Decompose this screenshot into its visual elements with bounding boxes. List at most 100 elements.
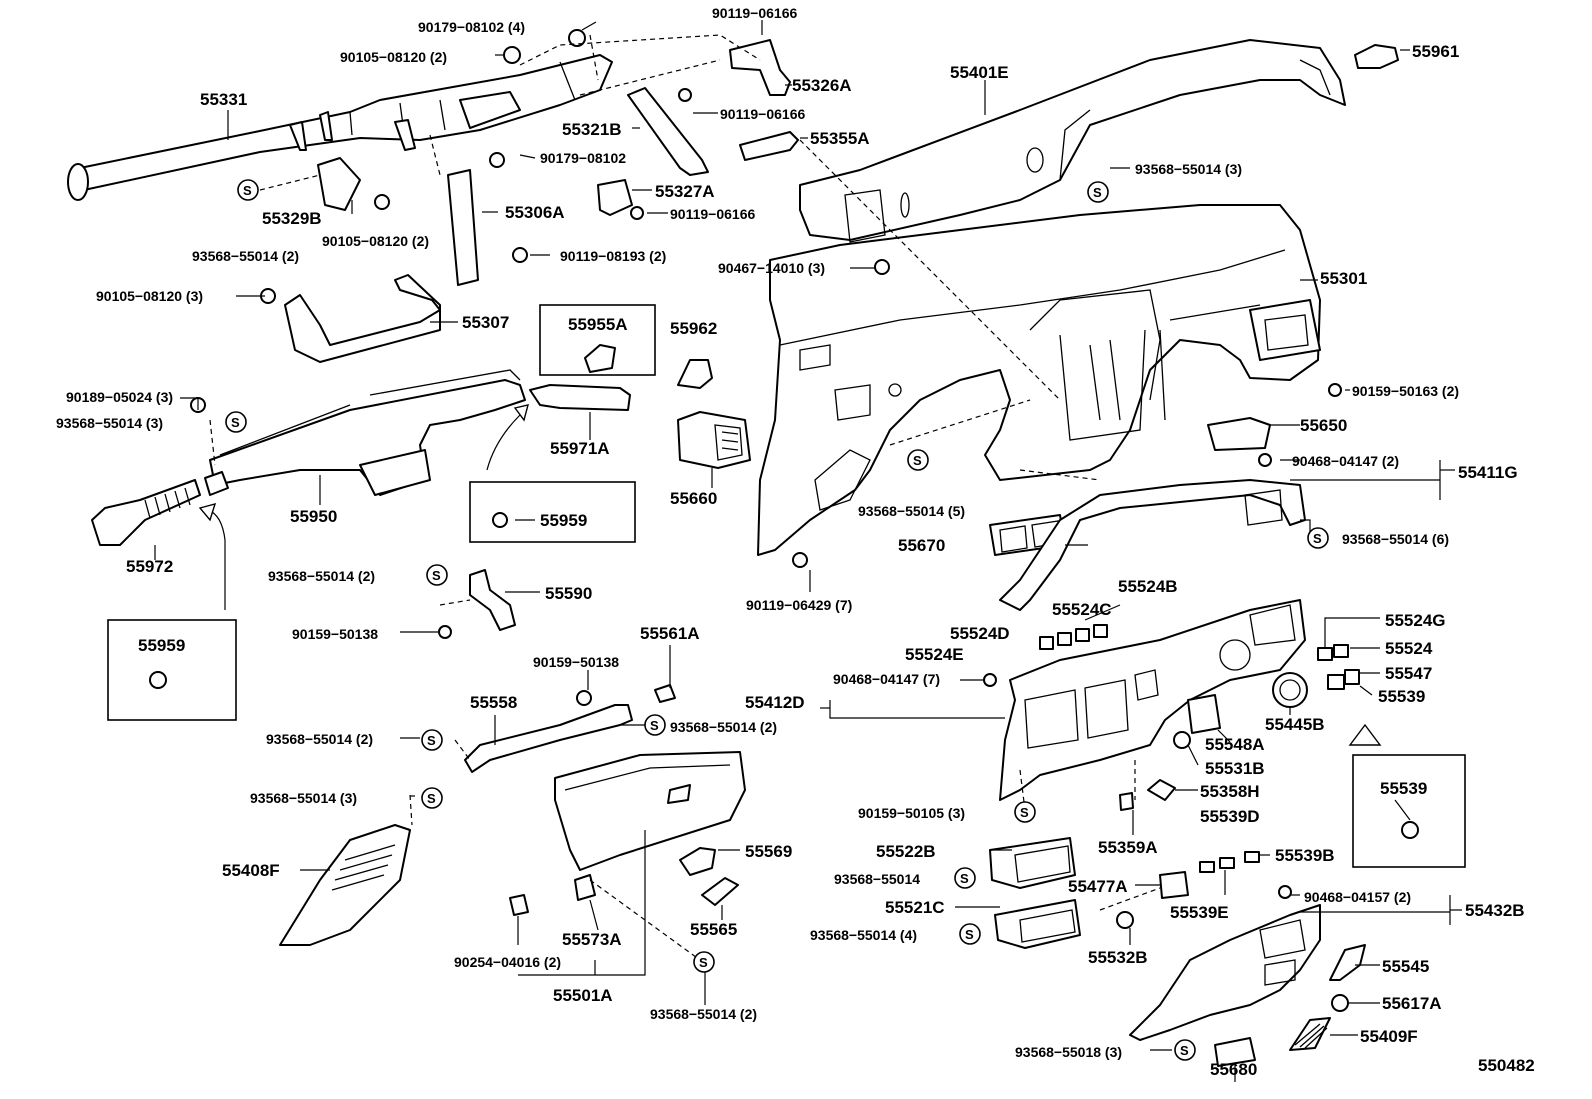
diagram-id: 550482 (1478, 1056, 1535, 1075)
label-55301: 55301 (1320, 269, 1367, 288)
label-55660: 55660 (670, 489, 717, 508)
label-93568-55014-2: 93568−55014 (2) (192, 248, 299, 264)
s-symbol: S (1014, 801, 1036, 823)
part-55548A-part (1187, 694, 1221, 734)
part-55355A-bracket (739, 131, 799, 161)
part-55329B-bracket (317, 157, 361, 211)
svg-text:S: S (432, 568, 441, 583)
part-55408F-side-cover (279, 824, 411, 946)
label-55327A: 55327A (655, 182, 715, 201)
label-93568-55014-6: 93568−55014 (6) (1342, 531, 1449, 547)
label-55561A: 55561A (640, 624, 700, 643)
svg-text:S: S (1180, 1043, 1189, 1058)
part-55539-series (1199, 851, 1260, 873)
label-93568-55014-3-c: 93568−55014 (3) (250, 790, 357, 806)
part-55531B-part (1173, 731, 1191, 749)
label-55950: 55950 (290, 507, 337, 526)
part-55972-hose (91, 479, 201, 546)
label-90179-08102-4: 90179−08102 (4) (418, 19, 525, 35)
part-55412D-center-cluster (999, 599, 1306, 801)
svg-text:S: S (1313, 531, 1322, 546)
label-55531B: 55531B (1205, 759, 1265, 778)
s-symbol: S (1174, 1039, 1196, 1061)
label-55961: 55961 (1412, 42, 1459, 61)
part-55561A-part (654, 684, 676, 703)
label-55408F: 55408F (222, 861, 280, 880)
svg-text:S: S (960, 871, 969, 886)
label-93568-55014-3-b: 93568−55014 (3) (56, 415, 163, 431)
label-55521C: 55521C (885, 898, 945, 917)
label-90189-05024-3: 90189−05024 (3) (66, 389, 173, 405)
label-55617A: 55617A (1382, 994, 1442, 1013)
label-90119-06166-b: 90119−06166 (720, 106, 805, 122)
label-55539E: 55539E (1170, 903, 1229, 922)
s-symbol: S (1087, 181, 1109, 203)
s-symbol: S (1307, 527, 1329, 549)
label-90105-08120-2: 90105−08120 (2) (340, 49, 447, 65)
label-55445B: 55445B (1265, 715, 1325, 734)
label-90179-08102: 90179−08102 (540, 150, 626, 166)
part-55522B-pocket (989, 837, 1076, 889)
label-55569: 55569 (745, 842, 792, 861)
label-55959-bottom: 55959 (138, 636, 185, 655)
part-55565-part (701, 877, 739, 906)
part-55521C-pocket (994, 899, 1081, 949)
svg-text:S: S (965, 927, 974, 942)
svg-text:S: S (231, 415, 240, 430)
part-55950-duct (204, 369, 526, 496)
svg-text:S: S (427, 791, 436, 806)
label-55329B: 55329B (262, 209, 322, 228)
label-55558: 55558 (470, 693, 517, 712)
fasteners (149, 29, 1419, 899)
svg-text:S: S (243, 183, 252, 198)
part-55409F-grille (1289, 1017, 1331, 1051)
label-55306A: 55306A (505, 203, 565, 222)
part-55961-clip (1354, 44, 1399, 69)
part-55617A-part (1331, 994, 1349, 1012)
label-90119-06429-7: 90119−06429 (7) (746, 597, 852, 613)
part-55962-part (677, 359, 713, 389)
label-55590: 55590 (545, 584, 592, 603)
label-90468-04157-2: 90468−04157 (2) (1304, 889, 1411, 905)
label-55539B: 55539B (1275, 846, 1335, 865)
part-55401E-upper-pad (799, 39, 1346, 243)
label-55409F: 55409F (1360, 1027, 1418, 1046)
label-93568-55014-2-c: 93568−55014 (2) (670, 719, 777, 735)
label-90105-08120-2-b: 90105−08120 (2) (322, 233, 429, 249)
label-55955A: 55955A (568, 315, 628, 334)
label-55650: 55650 (1300, 416, 1347, 435)
part-55680-part (1214, 1037, 1256, 1067)
label-55532B: 55532B (1088, 948, 1148, 967)
label-55680: 55680 (1210, 1060, 1257, 1079)
s-symbol: S (225, 411, 247, 433)
label-90468-04147-2: 90468−04147 (2) (1292, 453, 1399, 469)
label-93568-55014-5: 93568−55014 (5) (858, 503, 965, 519)
part-switch-blanks (1039, 624, 1360, 690)
label-93568-55014-2-b: 93568−55014 (2) (268, 568, 375, 584)
s-symbol: S (421, 787, 443, 809)
part-55660-vent (677, 411, 751, 469)
label-90159-50163-2: 90159−50163 (2) (1352, 383, 1459, 399)
part-55359A-part (1119, 792, 1134, 811)
reference-arrows (198, 404, 1382, 746)
label-55565: 55565 (690, 920, 737, 939)
label-55522B: 55522B (876, 842, 936, 861)
label-90119-08193-2: 90119−08193 (2) (560, 248, 666, 264)
leader-lines (154, 20, 1462, 1082)
label-55962: 55962 (670, 319, 717, 338)
label-55321B: 55321B (562, 120, 622, 139)
label-55412D: 55412D (745, 693, 805, 712)
part-55327A-bracket (597, 179, 633, 216)
part-55432B-lower-panel (1129, 904, 1321, 1041)
part-55326A-bracket (729, 39, 791, 96)
svg-text:S: S (1093, 185, 1102, 200)
label-55501A: 55501A (553, 986, 613, 1005)
label-90159-50138: 90159−50138 (292, 626, 378, 642)
label-90119-06166: 90119−06166 (712, 5, 797, 21)
part-55445B-ring (1272, 672, 1308, 708)
part-55321B-brace (627, 87, 709, 176)
label-55524C: 55524C (1052, 600, 1112, 619)
svg-text:S: S (650, 718, 659, 733)
label-90468-04147-7: 90468−04147 (7) (833, 671, 940, 687)
label-55432B: 55432B (1465, 901, 1525, 920)
